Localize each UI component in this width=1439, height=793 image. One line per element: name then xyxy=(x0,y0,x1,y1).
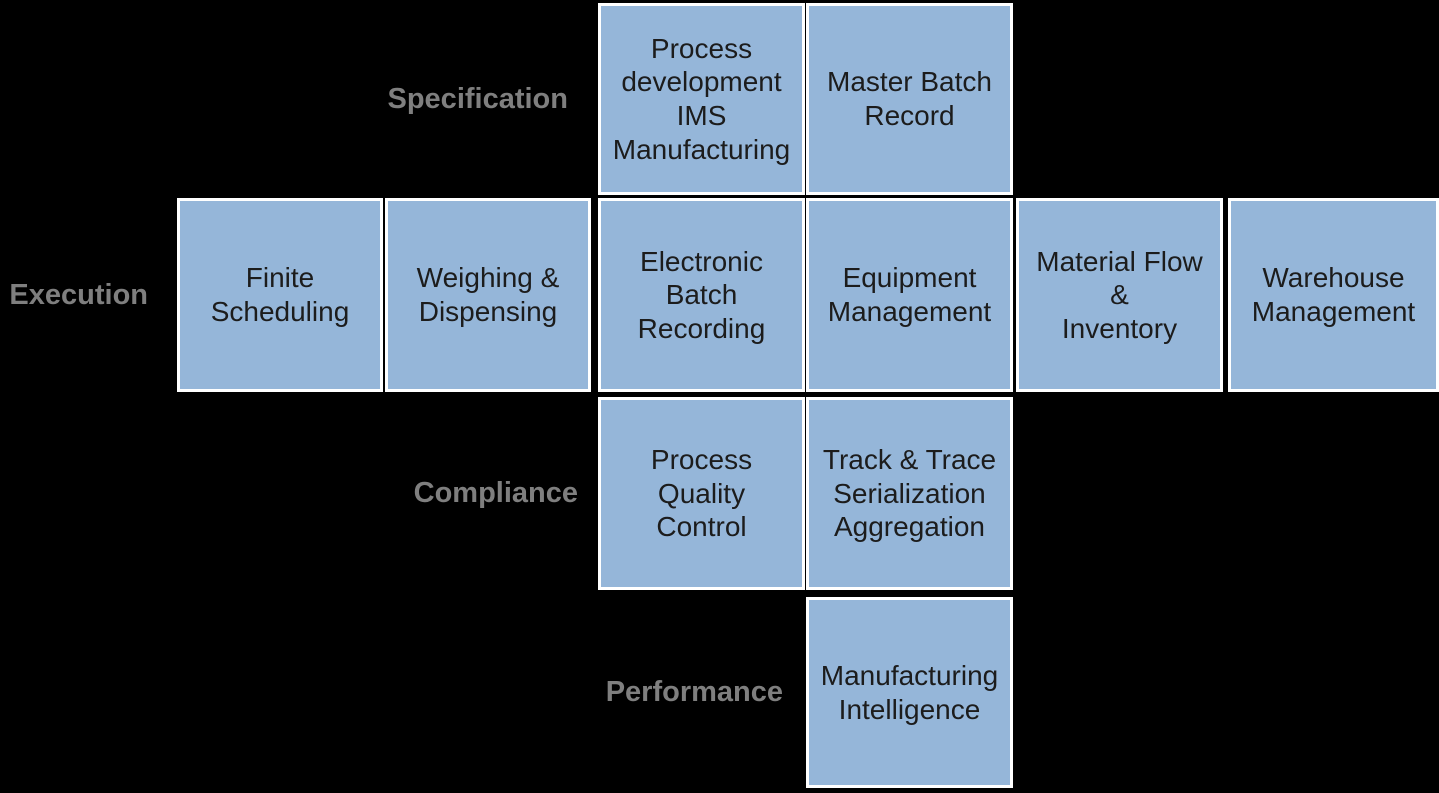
row-label-performance: Performance xyxy=(605,676,783,708)
box-master-batch-record: Master Batch Record xyxy=(806,3,1013,195)
row-label-specification: Specification xyxy=(387,82,569,115)
row-label-compliance: Compliance xyxy=(413,477,578,509)
box-manufacturing-intelligence: Manufacturing Intelligence xyxy=(806,597,1013,788)
box-process-development-ims-manufacturing: Process development IMS Manufacturing xyxy=(598,3,805,195)
box-finite-scheduling: Finite Scheduling xyxy=(177,198,383,392)
box-weighing-dispensing: Weighing & Dispensing xyxy=(385,198,591,392)
row-label-execution: Execution xyxy=(9,278,148,311)
box-material-flow-inventory: Material Flow & Inventory xyxy=(1016,198,1223,392)
box-electronic-batch-recording: Electronic Batch Recording xyxy=(598,198,805,392)
box-equipment-management: Equipment Management xyxy=(806,198,1013,392)
box-process-quality-control: Process Quality Control xyxy=(598,397,805,590)
box-warehouse-management: Warehouse Management xyxy=(1228,198,1439,392)
box-track-trace-serialization-aggregation: Track & Trace Serialization Aggregation xyxy=(806,397,1013,590)
